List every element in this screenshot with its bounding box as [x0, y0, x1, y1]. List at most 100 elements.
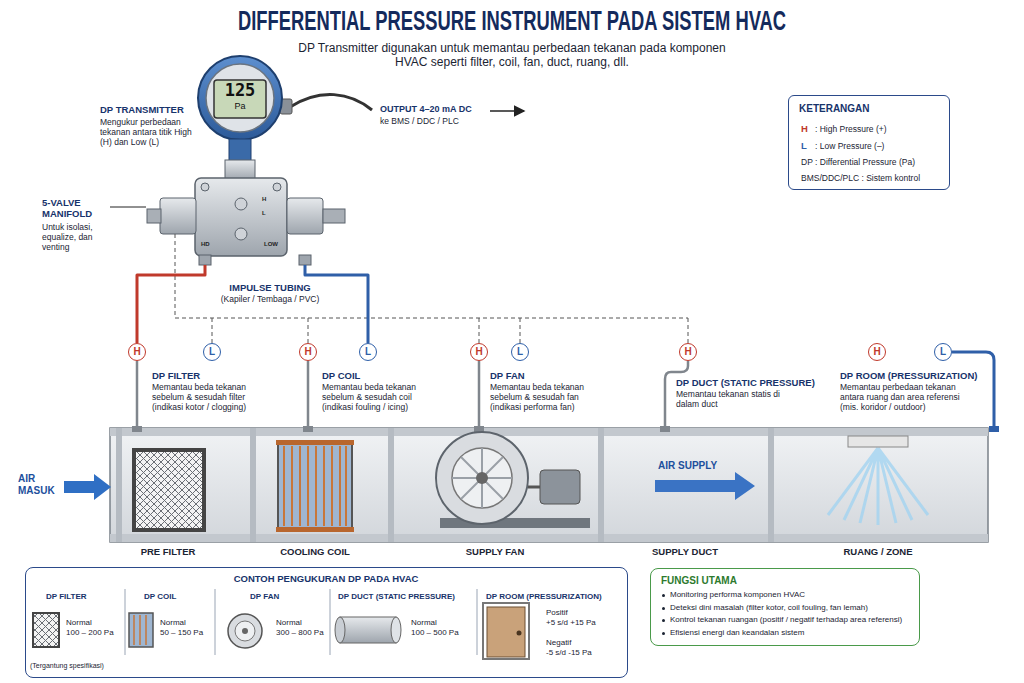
normal-range: Normal 300 – 800 Pa: [276, 618, 324, 637]
bullet-text: Monitoring performa komponen HVAC: [661, 590, 909, 600]
supply-fan-drawing: [436, 432, 590, 528]
air-handling-duct: [110, 428, 988, 542]
port-letter: L: [935, 344, 951, 359]
example-icons: [134, 615, 146, 645]
example-icons: [487, 607, 525, 657]
example-icons: [33, 603, 529, 659]
panel-heading: CONTOH PENGUKURAN DP PADA HVAC: [30, 573, 622, 584]
panel-heading: FUNGSI UTAMA: [661, 575, 909, 587]
example-icons: [228, 614, 262, 648]
signal-destination: ke BMS / DDC / PLC: [380, 116, 459, 126]
low-port-circle: L: [511, 343, 529, 361]
air-handling-duct: [110, 426, 999, 542]
example-icons: [33, 613, 59, 647]
example-dividers: [125, 589, 477, 655]
callout-heading: IMPULSE TUBING: [210, 282, 330, 293]
air-flow-arrow: [64, 472, 755, 500]
example-icons: [242, 628, 248, 634]
supply-fan-drawing: [452, 448, 512, 508]
transmitter-drawing: [206, 64, 274, 132]
display-unit: Pa: [214, 101, 266, 112]
air-handling-duct: [250, 428, 256, 542]
example-dividers: [125, 589, 477, 655]
component-name: RUANG / ZONE: [818, 546, 938, 557]
callout-text: Memantau perbedaan tekanan antara ruang …: [840, 382, 980, 413]
air-handling-duct: [388, 428, 394, 542]
transmitter-drawing: [229, 139, 251, 161]
port-letter: L: [512, 344, 528, 359]
impulse-tubing: [952, 352, 994, 430]
high-port-circle: H: [868, 343, 886, 361]
transmitter-drawing: [198, 56, 282, 140]
transmitter-drawing: [225, 160, 255, 180]
legend-text: : High Pressure (+): [815, 124, 887, 134]
example-icons: [340, 617, 396, 643]
pre-filter-drawing: [134, 450, 204, 530]
transmitter-drawing: [195, 178, 287, 256]
callout-heading: DP FILTER: [152, 370, 200, 381]
cooling-coil-drawing: [276, 440, 354, 445]
section-heading: DP DUCT (STATIC PRESSURE): [338, 592, 455, 602]
supply-fan-drawing: [452, 448, 512, 508]
port-letter: H: [300, 344, 316, 359]
air-handling-duct: [303, 426, 313, 432]
callout-text: Memantau beda tekanan sebelum & sesudah …: [152, 382, 272, 413]
callout-text: (Kapiler / Tembaga / PVC): [210, 294, 330, 304]
high-port-circle: H: [128, 343, 146, 361]
high-symbol: H: [801, 123, 808, 134]
low-port-circle: L: [359, 343, 377, 361]
display-value: 125: [214, 80, 266, 100]
air-flow-arrow: [655, 472, 755, 500]
port-mark: L: [262, 210, 266, 217]
port-letter: H: [680, 344, 696, 359]
legend-text: BMS/DDC/PLC : Sistem kontrol: [801, 173, 920, 183]
normal-range: Normal 50 – 150 Pa: [160, 618, 203, 637]
air-handling-duct: [116, 428, 122, 542]
function-panel: FUNGSI UTAMA Monitoring performa komponen…: [650, 568, 920, 646]
transmitter-drawing: [147, 209, 161, 223]
component-name: COOLING COIL: [255, 546, 375, 557]
high-port-circle: H: [679, 343, 697, 361]
section-heading: DP COIL: [144, 592, 176, 602]
transmitter-drawing: [287, 198, 323, 234]
callout-heading: 5-VALVE MANIFOLD: [42, 197, 92, 220]
component-name: SUPPLY DUCT: [625, 546, 745, 557]
transmitter-drawing: [160, 198, 196, 234]
callout-text: Mengukur perbedaan tekanan antara titik …: [100, 117, 198, 148]
supply-fan-drawing: [476, 472, 488, 484]
transmitter-drawing: [235, 198, 247, 210]
normal-range: Normal 100 – 500 Pa: [411, 618, 459, 637]
note-text: (Tergantung spesifikasi): [30, 662, 104, 670]
callout-text: Untuk isolasi, equalize, dan venting: [42, 222, 114, 253]
callout-text: Memantau tekanan statis di dalam duct: [676, 389, 786, 409]
bullet-text: Efisiensi energi dan keandalan sistem: [661, 628, 909, 638]
impulse-tubing: [137, 265, 205, 343]
leader-line: [110, 207, 146, 208]
transmitter-drawing: [235, 228, 247, 240]
transmitter-drawing: [214, 80, 266, 118]
air-handling-duct: [660, 426, 670, 432]
flow-label: AIR MASUK: [18, 473, 55, 497]
supply-fan-drawing: [436, 432, 528, 524]
port-letter: L: [204, 344, 220, 359]
example-icons: [335, 617, 345, 643]
transmitter-drawing: [290, 95, 372, 110]
transmitter-drawing: [201, 183, 209, 191]
air-handling-duct: [132, 426, 142, 432]
high-port-circle: H: [299, 343, 317, 361]
example-panel: CONTOH PENGUKURAN DP PADA HVACDP FILTERN…: [25, 567, 628, 678]
impulse-tubing: [137, 361, 479, 430]
flow-label: AIR SUPPLY: [658, 460, 717, 472]
cooling-coil-drawing: [278, 442, 352, 530]
air-handling-duct: [110, 534, 988, 542]
air-handling-duct: [989, 426, 999, 432]
callout-heading: DP DUCT (STATIC PRESSURE): [676, 377, 815, 388]
air-handling-duct: [598, 428, 604, 542]
callout-text: Memantau beda tekanan sebelum & sesudah …: [490, 382, 605, 413]
cooling-coil-drawing: [284, 446, 346, 526]
example-icons: [483, 603, 529, 659]
port-mark: HD: [201, 241, 210, 248]
legend-text: : Low Pressure (–): [815, 141, 884, 151]
output-arrow: [490, 111, 524, 112]
